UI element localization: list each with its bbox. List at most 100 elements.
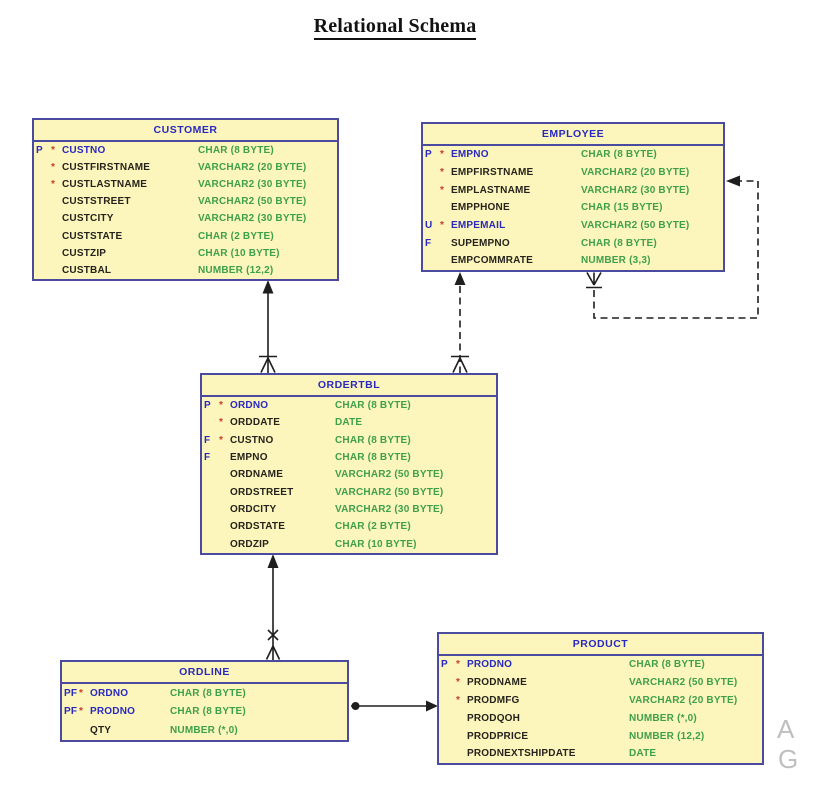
- column-row: * PRODNAME VARCHAR2 (50 BYTE): [439, 674, 762, 692]
- dot-icon: [351, 702, 360, 710]
- column-row: * EMPFIRSTNAME VARCHAR2 (20 BYTE): [423, 164, 723, 182]
- crow-foot-icon: [451, 355, 469, 373]
- crow-foot-icon: [265, 645, 281, 660]
- column-row: P * EMPNO CHAR (8 BYTE): [423, 146, 723, 164]
- x-mark-icon: [267, 629, 279, 641]
- entity-title: EMPLOYEE: [423, 124, 723, 146]
- key-flag: PF: [64, 687, 78, 699]
- relationship-ordline-ordertbl: [265, 554, 281, 660]
- relationship-ordertbl-employee: [451, 272, 469, 373]
- column-row: ORDSTATE CHAR (2 BYTE): [202, 518, 496, 535]
- entity-columns: P * ORDNO CHAR (8 BYTE) * ORDDATE DATE F…: [202, 397, 496, 553]
- required-star: *: [51, 145, 56, 157]
- column-type: CHAR (8 BYTE): [335, 400, 411, 412]
- crow-foot-icon: [259, 355, 277, 373]
- column-name: ORDNO: [90, 687, 129, 699]
- required-star: *: [51, 179, 56, 191]
- column-row: EMPCOMMRATE NUMBER (3,3): [423, 252, 723, 270]
- column-row: CUSTCITY VARCHAR2 (30 BYTE): [34, 210, 337, 227]
- entity-columns: P * EMPNO CHAR (8 BYTE) * EMPFIRSTNAME V…: [423, 146, 723, 270]
- column-row: ORDSTREET VARCHAR2 (50 BYTE): [202, 483, 496, 500]
- column-type: VARCHAR2 (30 BYTE): [581, 184, 690, 196]
- column-row: ORDZIP CHAR (10 BYTE): [202, 535, 496, 552]
- column-row: P * ORDNO CHAR (8 BYTE): [202, 397, 496, 414]
- arrowhead-icon: [262, 280, 274, 294]
- column-row: * CUSTFIRSTNAME VARCHAR2 (20 BYTE): [34, 159, 337, 176]
- column-name: EMPEMAIL: [451, 220, 506, 232]
- arrowhead-icon: [726, 175, 740, 187]
- column-type: CHAR (8 BYTE): [629, 659, 705, 671]
- entity-columns: P * PRODNO CHAR (8 BYTE) * PRODNAME VARC…: [439, 656, 762, 763]
- column-row: * CUSTLASTNAME VARCHAR2 (30 BYTE): [34, 176, 337, 193]
- column-type: NUMBER (3,3): [581, 255, 651, 267]
- column-name: EMPFIRSTNAME: [451, 167, 534, 179]
- column-name: ORDZIP: [230, 538, 269, 550]
- column-name: CUSTZIP: [62, 247, 107, 259]
- entity-title: PRODUCT: [439, 634, 762, 656]
- arrowhead-icon: [454, 272, 466, 285]
- column-type: CHAR (2 BYTE): [198, 230, 274, 242]
- column-row: PRODPRICE NUMBER (12,2): [439, 727, 762, 745]
- column-type: VARCHAR2 (30 BYTE): [198, 179, 307, 191]
- column-type: CHAR (8 BYTE): [170, 706, 246, 718]
- column-type: CHAR (8 BYTE): [198, 145, 274, 157]
- column-name: PRODQOH: [467, 712, 521, 724]
- required-star: *: [79, 706, 84, 718]
- column-type: NUMBER (*,0): [170, 724, 238, 736]
- column-row: F SUPEMPNO CHAR (8 BYTE): [423, 234, 723, 252]
- arrowhead-icon: [267, 554, 279, 568]
- watermark-letter: A: [777, 714, 795, 744]
- column-type: VARCHAR2 (30 BYTE): [198, 213, 307, 225]
- column-name: CUSTBAL: [62, 264, 112, 276]
- key-flag: P: [441, 659, 448, 671]
- column-type: CHAR (8 BYTE): [581, 237, 657, 249]
- column-row: P * CUSTNO CHAR (8 BYTE): [34, 142, 337, 159]
- column-name: CUSTCITY: [62, 213, 114, 225]
- column-row: F * CUSTNO CHAR (8 BYTE): [202, 432, 496, 449]
- column-name: PRODNO: [90, 706, 136, 718]
- column-type: NUMBER (12,2): [629, 730, 705, 742]
- key-flag: PF: [64, 706, 78, 718]
- column-type: CHAR (8 BYTE): [335, 452, 411, 464]
- key-flag: F: [204, 434, 211, 446]
- column-row: PF * PRODNO CHAR (8 BYTE): [62, 703, 347, 722]
- column-name: CUSTLASTNAME: [62, 179, 148, 191]
- column-type: VARCHAR2 (20 BYTE): [629, 694, 738, 706]
- column-name: ORDCITY: [230, 503, 277, 515]
- required-star: *: [440, 220, 445, 232]
- column-type: VARCHAR2 (50 BYTE): [198, 196, 307, 208]
- column-row: U * EMPEMAIL VARCHAR2 (50 BYTE): [423, 217, 723, 235]
- key-flag: U: [425, 220, 433, 232]
- column-name: ORDSTREET: [230, 486, 294, 498]
- relationship-ordline-product: [351, 700, 438, 712]
- column-name: PRODNAME: [467, 677, 527, 689]
- required-star: *: [456, 677, 461, 689]
- required-star: *: [456, 659, 461, 671]
- column-name: EMPLASTNAME: [451, 184, 531, 196]
- column-type: DATE: [335, 417, 363, 429]
- column-name: EMPNO: [451, 149, 489, 161]
- column-type: VARCHAR2 (50 BYTE): [581, 220, 690, 232]
- column-name: PRODPRICE: [467, 730, 529, 742]
- column-type: CHAR (8 BYTE): [581, 149, 657, 161]
- column-type: VARCHAR2 (50 BYTE): [335, 486, 444, 498]
- column-type: CHAR (10 BYTE): [198, 247, 280, 259]
- relationship-ordertbl-customer: [259, 280, 277, 373]
- column-row: * EMPLASTNAME VARCHAR2 (30 BYTE): [423, 181, 723, 199]
- column-row: CUSTZIP CHAR (10 BYTE): [34, 245, 337, 262]
- entity-ordline: ORDLINE PF * ORDNO CHAR (8 BYTE) PF * PR…: [60, 660, 349, 742]
- column-row: PRODQOH NUMBER (*,0): [439, 709, 762, 727]
- required-star: *: [440, 149, 445, 161]
- column-name: ORDNO: [230, 400, 269, 412]
- entity-customer: CUSTOMER P * CUSTNO CHAR (8 BYTE) * CUST…: [32, 118, 339, 281]
- column-row: P * PRODNO CHAR (8 BYTE): [439, 656, 762, 674]
- entity-employee: EMPLOYEE P * EMPNO CHAR (8 BYTE) * EMPFI…: [421, 122, 725, 272]
- required-star: *: [219, 434, 224, 446]
- entity-ordertbl: ORDERTBL P * ORDNO CHAR (8 BYTE) * ORDDA…: [200, 373, 498, 555]
- key-flag: F: [425, 237, 432, 249]
- column-name: ORDDATE: [230, 417, 281, 429]
- column-name: ORDSTATE: [230, 521, 286, 533]
- column-name: CUSTNO: [62, 145, 106, 157]
- entity-columns: P * CUSTNO CHAR (8 BYTE) * CUSTFIRSTNAME…: [34, 142, 337, 279]
- column-name: EMPNO: [230, 452, 268, 464]
